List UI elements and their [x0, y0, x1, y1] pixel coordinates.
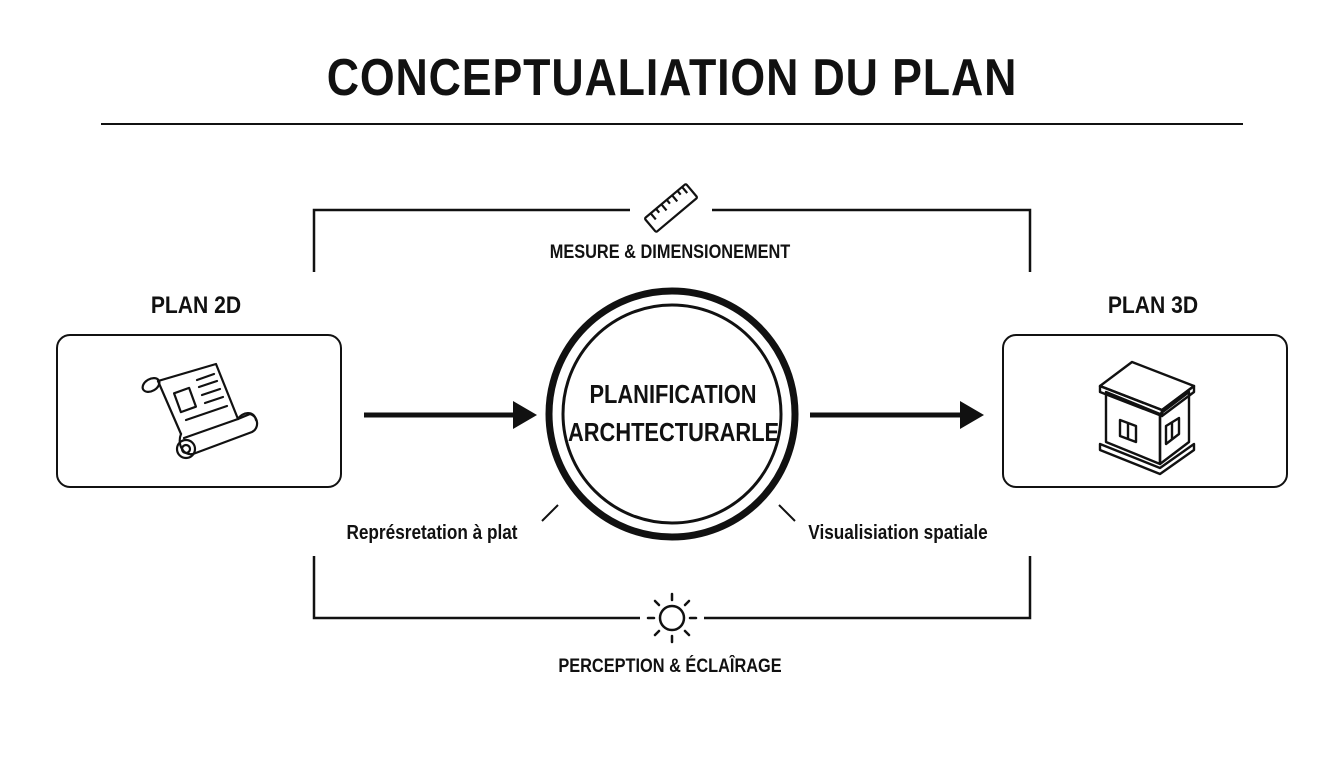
left-caption-tick	[541, 504, 559, 522]
arrow-2d-to-center	[364, 401, 537, 429]
plan-3d-box	[1002, 334, 1288, 488]
top-bracket	[312, 208, 1032, 272]
arrow-center-to-3d	[810, 401, 984, 429]
blueprint-scroll-icon	[141, 362, 258, 459]
title-divider	[101, 123, 1243, 125]
3d-house-cube-icon	[1098, 360, 1195, 475]
central-hub-ring	[545, 287, 799, 541]
right-caption: Visualisiation spatiale	[808, 522, 988, 544]
bottom-bracket-label: PERCEPTION & ÉCLAÎRAGE	[558, 656, 782, 677]
left-caption: Représretation à plat	[346, 522, 518, 544]
central-hub-line-1: PLANIFICATION	[589, 379, 757, 409]
page-title: CONCEPTUALIATION DU PLAN	[326, 49, 1018, 107]
sun-icon	[646, 592, 698, 644]
bottom-bracket	[312, 556, 1032, 620]
central-hub-label: PLANIFICATION ARCHTECTURARLE	[568, 375, 780, 451]
top-bracket-label: MESURE & DIMENSIONEMENT	[549, 242, 791, 263]
right-caption-tick	[778, 504, 796, 522]
plan-3d-label: PLAN 3D	[1107, 292, 1199, 319]
plan-2d-label: PLAN 2D	[150, 292, 242, 319]
plan-2d-box	[56, 334, 342, 488]
ruler-icon	[644, 183, 698, 233]
central-hub-line-2: ARCHTECTURARLE	[568, 417, 780, 447]
